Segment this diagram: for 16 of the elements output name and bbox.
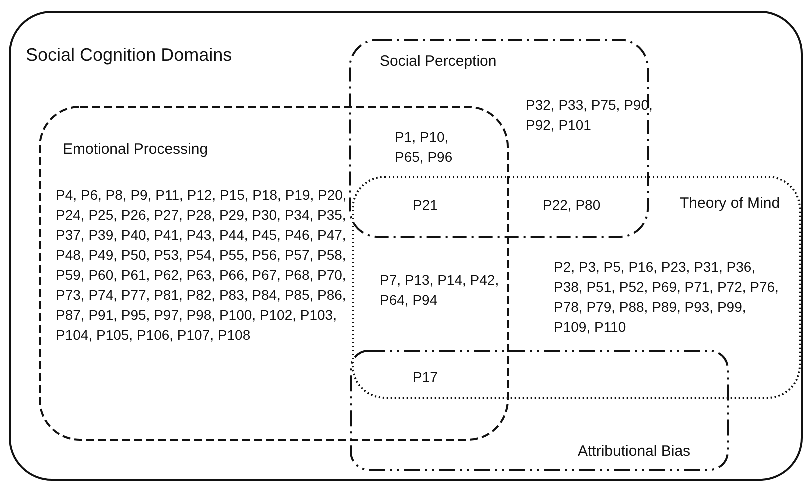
participant-list: P22, P80 [543,195,633,215]
domain-title: Attributional Bias [578,443,691,460]
participant-list: P17 [413,367,473,387]
domain-title: Emotional Processing [63,141,208,158]
domain-region [40,107,508,440]
participant-list: P1, P10, P65, P96 [395,127,467,167]
participant-list: P21 [413,195,473,215]
participant-list: P4, P6, P8, P9, P11, P12, P15, P18, P19, P20, P24, P25, P26, P27, P28, P29, P30, P34, P35, P37, P39, P40, P41, P43, P44, P45, P46, P47, P48, P49, P50, P53, P54, P55, P56, P57, P58, P59, P60, P61, P62, P63, P66, P67, P68, P70, P73, P74, P77, P81, P82, P83, P84, P85, P86, P87, P91, P95, P97, P98, P100, P102, P103, P104, P105, P106, P107, P108 [56,185,356,345]
domain-title: Social Cognition Domains [26,45,232,66]
domain-title: Theory of Mind [680,195,780,212]
domain-region [351,351,728,470]
participant-list: P2, P3, P5, P16, P23, P31, P36, P38, P51, P52, P69, P71, P72, P76, P78, P79, P88, P89, P93, P99, P109, P110 [554,257,780,337]
domain-title: Social Perception [380,53,497,70]
domain-frame [10,12,802,480]
domain-region [353,177,800,398]
participant-list: P7, P13, P14, P42, P64, P94 [380,270,500,310]
